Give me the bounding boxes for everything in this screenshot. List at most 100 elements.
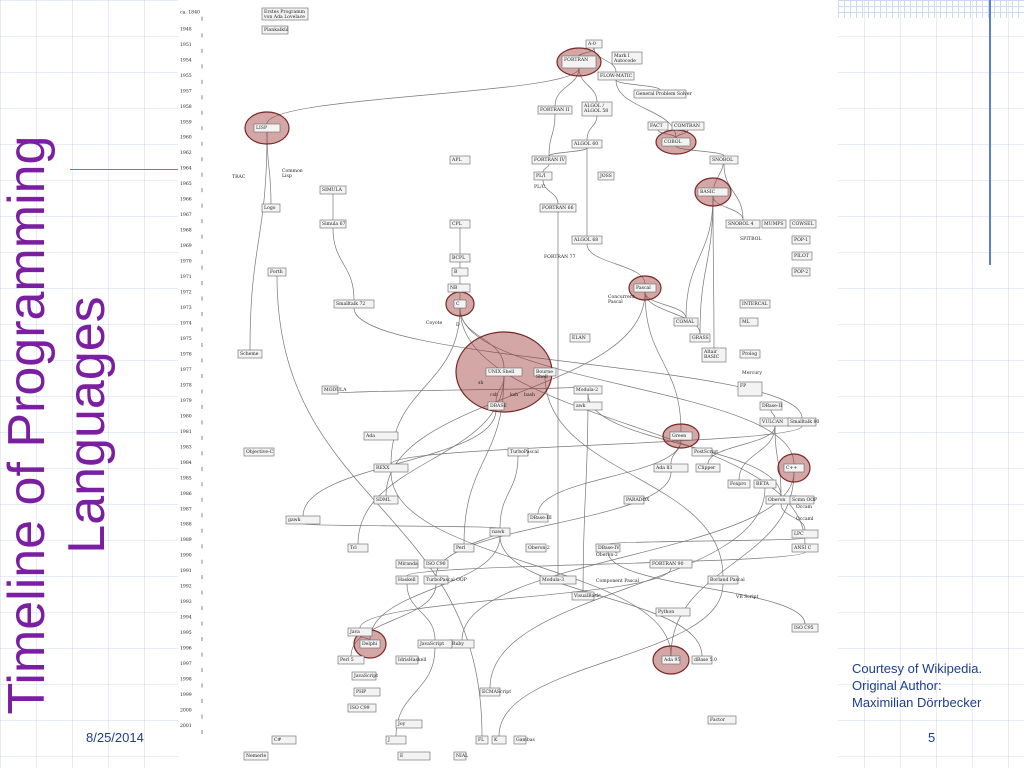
node-label: Autocode xyxy=(613,58,636,64)
language-node: VULCAN xyxy=(759,417,791,427)
edge-line xyxy=(615,79,661,91)
year-label: 1988 xyxy=(180,522,203,533)
language-node: ISO C90 xyxy=(423,559,449,569)
year-label: 1981 xyxy=(180,429,203,440)
node-label: ML xyxy=(742,319,750,325)
node-box xyxy=(753,479,777,489)
year-label: 1983 xyxy=(180,444,203,456)
node-box xyxy=(611,51,643,65)
edge-line xyxy=(685,195,714,319)
node-label: PL/I xyxy=(536,173,546,179)
node-box xyxy=(451,267,469,277)
node-label: MUMPS xyxy=(764,221,784,227)
language-node: Haskell xyxy=(395,575,419,585)
edge-line xyxy=(544,375,724,577)
node-label: INTERCAL xyxy=(742,301,768,307)
language-node: IdrisHaskell xyxy=(395,655,427,665)
language-node: Tcl xyxy=(347,543,369,553)
node-box xyxy=(533,171,553,181)
node-box xyxy=(725,219,761,229)
edge-line xyxy=(548,113,556,157)
node-box xyxy=(709,155,739,165)
edge-line xyxy=(390,425,803,465)
node-label: LPC xyxy=(794,531,804,537)
year-label: 1966 xyxy=(180,197,203,208)
node-box xyxy=(351,671,377,681)
language-node: PostScript xyxy=(691,447,718,457)
node-label: FORTRAN II xyxy=(540,107,569,113)
node-label: NB xyxy=(450,285,458,291)
node-box xyxy=(319,185,347,195)
node-box xyxy=(347,627,373,637)
node-box xyxy=(337,655,365,665)
node-label: Modula-2 xyxy=(576,387,598,393)
year-text: 1959 xyxy=(180,119,192,125)
edge-line xyxy=(498,583,724,737)
year-text: 1990 xyxy=(180,553,192,559)
year-text: 1972 xyxy=(180,290,192,296)
year-label: 1955 xyxy=(180,73,203,84)
language-node: JavaScript xyxy=(351,671,378,681)
edge-line xyxy=(644,291,687,319)
language-node: Simula 67 xyxy=(319,219,347,229)
node-box xyxy=(475,735,489,745)
node-box xyxy=(761,219,787,229)
language-node: Clipper xyxy=(695,463,721,473)
edge-line xyxy=(406,583,436,641)
node-label: FL xyxy=(478,737,484,743)
year-text: 2001 xyxy=(180,723,192,729)
year-text: 1966 xyxy=(180,197,192,203)
node-box xyxy=(595,543,621,553)
node-label: Forth xyxy=(270,269,283,275)
language-node: Scmn OOP xyxy=(789,495,817,505)
free-label: csh xyxy=(490,392,498,398)
node-label: FP xyxy=(740,383,746,389)
edge-line xyxy=(712,195,744,221)
year-text: 1960 xyxy=(180,135,192,141)
node-label: ELAN xyxy=(572,335,586,341)
edge-line xyxy=(593,47,617,73)
year-text: 1977 xyxy=(180,367,192,373)
node-box xyxy=(487,401,505,411)
edge-line xyxy=(369,535,501,641)
node-label: A-0 xyxy=(587,41,596,47)
node-box xyxy=(783,463,805,473)
node-box xyxy=(395,575,419,585)
node-box xyxy=(449,155,471,165)
node-label: ECMAScript xyxy=(482,689,511,695)
year-label: 1965 xyxy=(180,181,203,193)
node-box xyxy=(661,137,691,147)
free-label: Lisp xyxy=(282,173,292,179)
language-node: Modula-2 xyxy=(573,385,603,395)
node-box xyxy=(359,639,381,649)
year-text: ca. 1840 xyxy=(180,10,200,16)
node-label: Delphi xyxy=(362,641,378,647)
node-label: COWSEL xyxy=(792,221,814,227)
node-box xyxy=(513,735,527,745)
year-label: 1993 xyxy=(180,599,203,611)
edge-line xyxy=(249,131,268,351)
node-label: POP-2 xyxy=(794,269,808,275)
language-node: Gambas xyxy=(513,735,535,745)
year-label: 1997 xyxy=(180,661,203,673)
node-box xyxy=(571,139,603,149)
node-box xyxy=(791,251,813,261)
node-label: Smalltalk 72 xyxy=(336,301,365,307)
language-node: JavaScript xyxy=(417,639,453,649)
edge-line xyxy=(675,129,689,139)
node-box xyxy=(395,719,423,729)
node-label: Ada 95 xyxy=(663,657,680,663)
node-label: FORTRAN 66 xyxy=(542,205,574,211)
year-label: 1951 xyxy=(180,42,203,53)
language-node: C++ xyxy=(783,463,805,473)
node-label: dBase 5.0 xyxy=(694,657,717,663)
node-label: ALGOL 58 xyxy=(583,108,608,114)
node-label: DBase-IV xyxy=(598,545,620,551)
node-label: Ruby xyxy=(452,641,464,647)
node-box xyxy=(453,299,467,309)
language-node: MODULA xyxy=(321,385,347,395)
language-node: NB xyxy=(447,283,471,293)
title-line-1: Timeline of Programming xyxy=(0,135,56,715)
year-text: 1967 xyxy=(180,212,192,218)
